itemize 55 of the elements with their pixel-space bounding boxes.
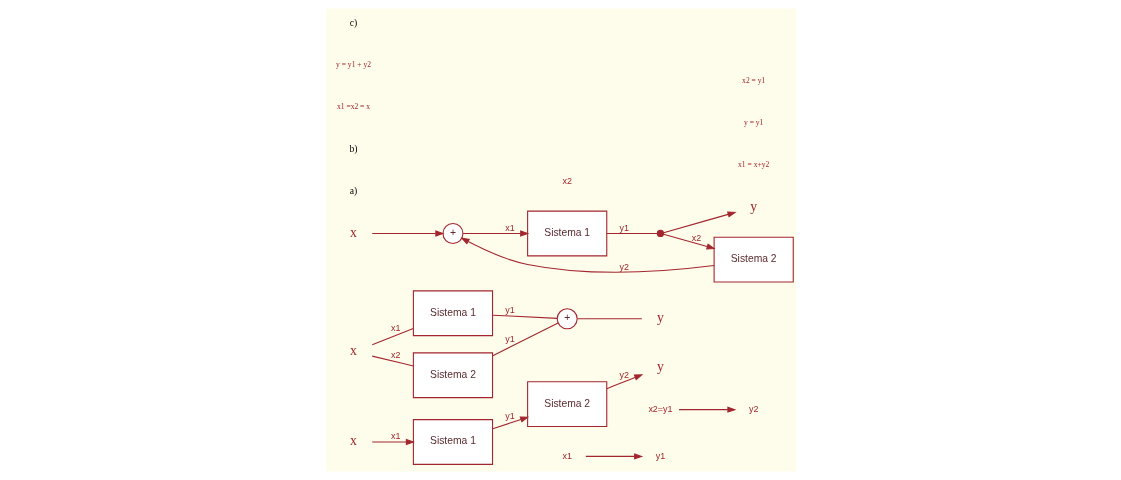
arrow [605, 374, 643, 390]
connector [491, 322, 559, 357]
node-box: Sistema 2 [412, 352, 493, 399]
node-text: x2=y1 [647, 403, 672, 414]
edge-label: x1 [504, 222, 515, 233]
node-circle: + [556, 308, 578, 330]
edge-label: y2 [619, 261, 629, 272]
edge-label: x1 [390, 431, 401, 442]
edge-label: y2 [619, 369, 629, 380]
node-text: y [656, 359, 664, 375]
edge-label: x2 [390, 349, 401, 360]
node-text: x [349, 343, 357, 359]
node-text: y2 [748, 403, 758, 414]
edge-label: x2 [691, 232, 701, 243]
label: x1 =x2 = x [336, 102, 370, 112]
node-text: x [349, 433, 357, 449]
connector [371, 328, 414, 346]
node-box: Sistema 1 [412, 419, 493, 465]
node-box: Sistema 1 [526, 210, 607, 257]
connector [371, 355, 414, 367]
edge-label: y1 [504, 410, 515, 421]
label: y = y1 [743, 118, 763, 128]
label: a) [349, 185, 357, 197]
arrow [462, 230, 529, 237]
edge-label: y1 [504, 334, 515, 345]
connector [576, 318, 642, 320]
label: y = y1 + y2 [335, 60, 371, 70]
label: x2 [561, 175, 572, 186]
label: b) [349, 143, 358, 155]
arrow [662, 233, 716, 250]
node-text: x1 [561, 450, 572, 461]
arrow [371, 230, 444, 237]
node-text: x [349, 224, 357, 240]
label: c) [349, 17, 357, 29]
connector [605, 232, 658, 234]
node-box: Sistema 1 [412, 290, 493, 337]
arrow [584, 453, 643, 460]
connector [491, 314, 558, 319]
node-box: Sistema 2 [713, 236, 794, 283]
arrow [678, 406, 736, 413]
node-box: Sistema 2 [526, 381, 607, 428]
label: x2 = y1 [741, 76, 765, 86]
arrow [460, 237, 715, 273]
arrow [491, 416, 529, 430]
arrow [371, 438, 415, 446]
label: x1 = x+y2 [737, 160, 769, 170]
node-circle [656, 229, 664, 238]
node-text: y [749, 198, 757, 214]
edge-label: y1 [504, 304, 515, 315]
node-text: y1 [655, 450, 665, 461]
edge-label: x1 [390, 322, 401, 333]
arrow [662, 211, 737, 234]
edge-label: y1 [619, 222, 629, 233]
node-circle: + [441, 222, 463, 244]
node-text: y [656, 310, 664, 326]
